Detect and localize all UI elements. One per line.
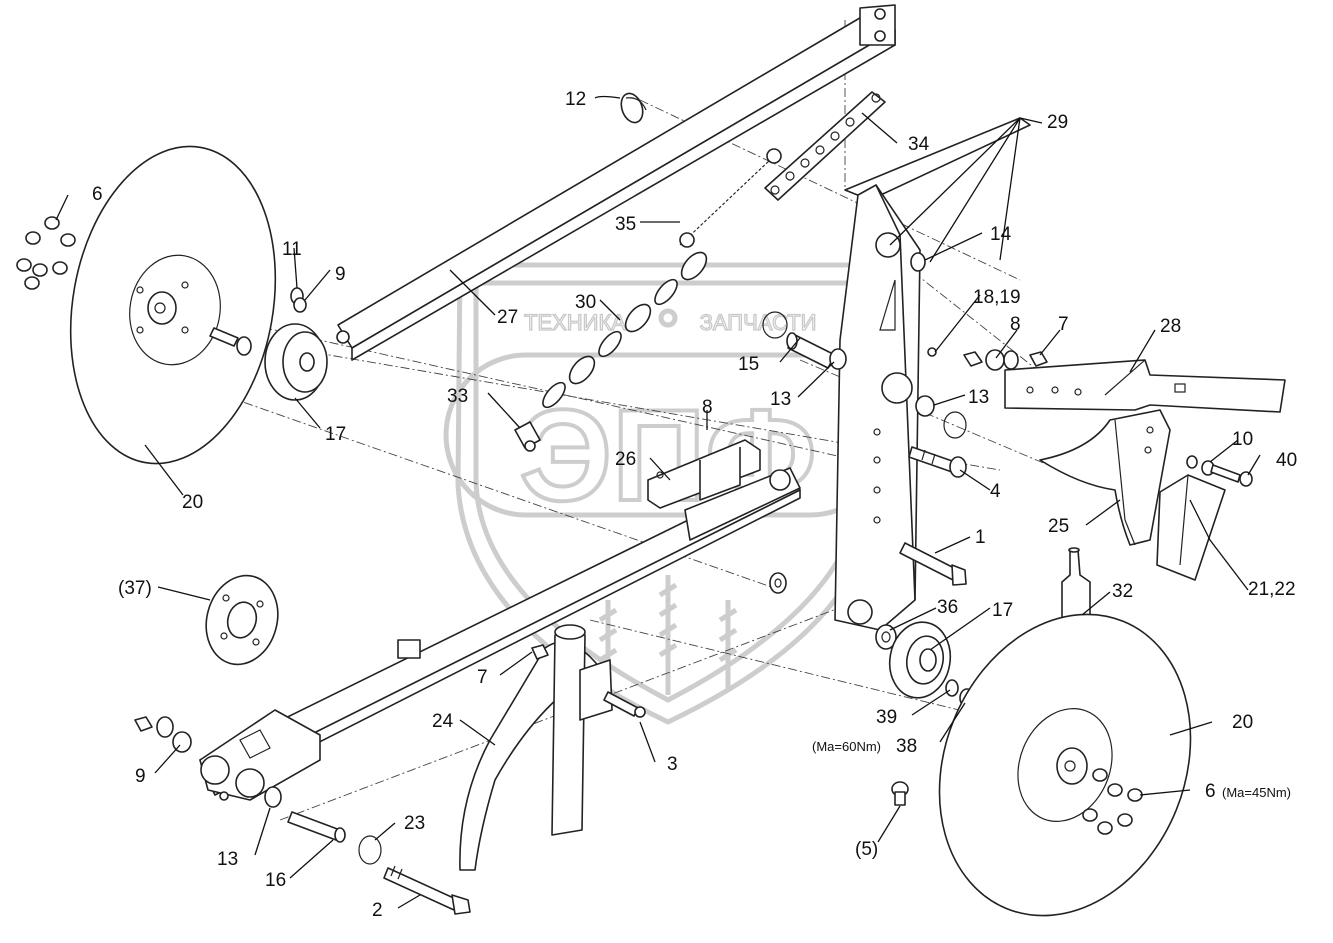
pin-15 [786,332,836,369]
callout-21-22: 21,22 [1248,579,1296,600]
nut-washer-group-right [963,349,1048,371]
nipple-18-19 [927,347,937,357]
callout-8-center: 8 [702,397,713,418]
callout-29: 29 [1047,112,1068,133]
center-bracket-26 [647,439,761,509]
disc-20-left [69,145,277,465]
callout-33: 33 [447,386,468,407]
scraper-25 [1039,409,1171,546]
callout-9-upper: 9 [335,264,346,285]
callout-39: 39 [876,707,897,728]
callout-3: 3 [667,754,678,775]
bushing-13-upper [829,348,847,370]
bolt-1 [899,542,967,586]
callout-17-right: 17 [992,600,1013,621]
callout-4: 4 [990,481,1001,502]
o-ring-upper [762,311,788,339]
lower-main-arm [199,467,801,801]
callout-28: 28 [1160,316,1181,337]
o-ring-right [943,411,967,439]
callout-7-right: 7 [1058,314,1069,335]
bushing-13-lower [264,786,282,808]
callout-38: 38 [896,736,917,757]
callout-6-torque-note: (Ma=45Nm) [1222,785,1291,800]
bolt-5 [891,781,909,806]
callout-17-left: 17 [325,424,346,445]
washer-36 [875,624,897,650]
upper-arm-bar [336,4,896,361]
tension-spring [678,148,782,249]
bolts-6-left [16,216,76,290]
disc-20-right [938,613,1192,917]
bolt-3 [603,691,646,718]
wheat-emblem [598,575,738,695]
callout-16: 16 [265,870,286,891]
coulter-tine-24 [459,624,613,871]
flange-plate-37 [205,574,279,666]
callout-2: 2 [372,900,383,921]
bolt-left-hub [209,327,252,356]
o-ring-23 [358,835,382,865]
nut-7-lower [531,644,549,660]
mounting-plate-28 [1004,359,1286,413]
callout-37: (37) [118,578,152,599]
callout-34: 34 [908,134,930,155]
callout-20-right: 20 [1232,712,1253,733]
bushing-13-right [915,395,935,417]
callout-7-lower: 7 [477,667,488,688]
callout-24: 24 [432,711,454,732]
callout-5: (5) [855,839,878,860]
callout-13-right: 13 [968,387,989,408]
callout-23: 23 [404,813,425,834]
callout-10: 10 [1232,429,1253,450]
grease-tube-32 [1061,547,1091,621]
callout-35: 35 [615,214,636,235]
watermark-left-text: ТЕХНИКА [524,310,626,335]
callout-8-right: 8 [1010,314,1021,335]
callout-6-right: 6 [1205,781,1216,802]
callout-9-lower: 9 [135,766,146,787]
bolt-2 [383,865,471,915]
callout-15: 15 [738,354,759,375]
callout-18-19: 18,19 [973,287,1021,308]
callout-11: 11 [282,239,302,260]
hub-17-right [888,621,952,699]
callout-38-torque-note: (Ma=60Nm) [812,739,881,754]
callout-13-lower: 13 [217,849,238,870]
leader-lines [55,95,1261,909]
spring-clip [620,92,647,124]
bolt-40-washer-10 [1186,455,1253,487]
bushing-14 [910,252,926,272]
vertical-bracket-plate [834,117,1031,631]
callout-14: 14 [990,224,1012,245]
callout-40: 40 [1276,450,1297,471]
watermark-right-text: ЗАПЧАСТИ [700,310,817,335]
callout-32: 32 [1112,581,1133,602]
callout-36: 36 [937,597,958,618]
nut-washer-group-left [134,716,192,753]
shackle [514,421,541,452]
chain [542,251,708,409]
callout-labels: 12 6 11 9 17 20 27 30 35 33 34 29 14 18,… [92,89,1297,921]
callout-26: 26 [615,449,636,470]
pin-16 [287,811,346,843]
callout-13-mid: 13 [770,389,791,410]
washer-mid [769,572,787,594]
callout-12: 12 [565,89,586,110]
callout-30: 30 [575,292,596,313]
callout-1: 1 [975,527,986,548]
nut-9-upper [293,297,307,313]
callout-20-left: 20 [182,492,203,513]
callout-27: 27 [497,307,518,328]
callout-25: 25 [1048,516,1069,537]
perforated-strap [764,91,886,201]
hub-17-left [264,323,328,401]
scraper-blade-21-22 [1156,474,1226,581]
callout-6-left: 6 [92,184,103,205]
